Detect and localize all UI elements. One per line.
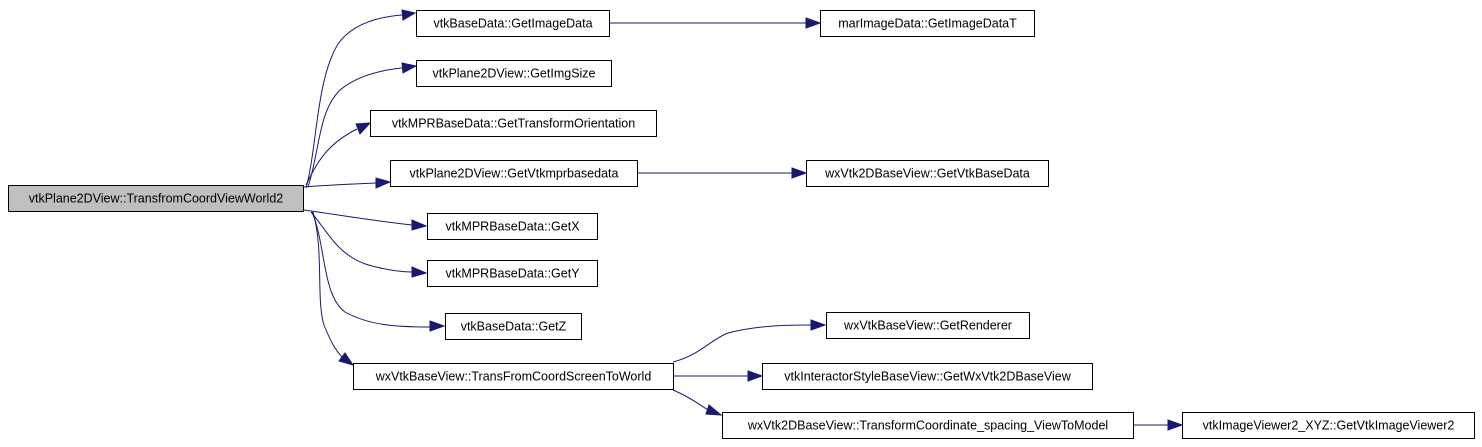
node-get-vtkmprbasedata[interactable]: vtkPlane2DView::GetVtkmprbasedata <box>390 160 638 187</box>
node-get-vtk-image-viewer2-label: vtkImageViewer2_XYZ::GetVtkImageViewer2 <box>1203 419 1455 433</box>
node-transform-coordinate-spacing[interactable]: wxVtk2DBaseView::TransformCoordinate_spa… <box>722 412 1134 439</box>
arrowhead-get-image-data <box>401 9 417 21</box>
arrowhead-get-z <box>429 320 446 332</box>
node-get-vtkmprbasedata-label: vtkPlane2DView::GetVtkmprbasedata <box>410 167 619 181</box>
arrowhead-get-wx-vtk2d <box>747 370 764 382</box>
arrowhead-get-transform-orientation <box>355 122 372 135</box>
arrowhead-get-vtk-base-data <box>791 167 808 179</box>
edges <box>302 9 1184 431</box>
edge-root-to-get-z <box>311 211 431 328</box>
node-get-y[interactable]: vtkMPRBaseData::GetY <box>427 260 598 287</box>
node-get-image-data-label: vtkBaseData::GetImageData <box>433 17 592 31</box>
edge-root-to-get-transform-orientation <box>305 128 358 186</box>
node-get-vtk-base-data[interactable]: wxVtk2DBaseView::GetVtkBaseData <box>806 160 1049 187</box>
arrowhead-get-vtk-image-viewer2 <box>1167 419 1184 431</box>
edge-root-to-get-image-data <box>305 14 403 189</box>
arrowhead-transform-coordinate <box>705 404 723 416</box>
node-mar-get-image-data-t[interactable]: marImageData::GetImageDataT <box>820 10 1035 37</box>
node-get-wx-vtk2d-base-view-label: vtkInteractorStyleBaseView::GetWxVtk2DBa… <box>784 370 1071 384</box>
node-transform-coordinate-spacing-label: wxVtk2DBaseView::TransformCoordinate_spa… <box>747 419 1108 433</box>
node-get-vtk-base-data-label: wxVtk2DBaseView::GetVtkBaseData <box>824 167 1030 181</box>
node-get-image-data[interactable]: vtkBaseData::GetImageData <box>416 10 610 37</box>
edge-root-to-trans-from-coord <box>312 211 344 359</box>
node-get-wx-vtk2d-base-view[interactable]: vtkInteractorStyleBaseView::GetWxVtk2DBa… <box>762 363 1093 390</box>
arrowhead-trans-from-coord <box>338 352 355 366</box>
node-get-transform-orientation[interactable]: vtkMPRBaseData::GetTransformOrientation <box>370 110 657 137</box>
node-get-vtk-image-viewer2[interactable]: vtkImageViewer2_XYZ::GetVtkImageViewer2 <box>1182 412 1475 439</box>
node-root[interactable]: vtkPlane2DView::TransfromCoordViewWorld2 <box>8 185 304 212</box>
edge-root-to-get-x <box>303 209 413 226</box>
node-get-transform-orientation-label: vtkMPRBaseData::GetTransformOrientation <box>392 117 635 131</box>
node-get-img-size[interactable]: vtkPlane2DView::GetImgSize <box>416 60 612 87</box>
edge-root-to-get-img-size <box>307 67 403 188</box>
nodes: vtkPlane2DView::TransfromCoordViewWorld2… <box>8 10 1475 439</box>
node-trans-from-coord-screen-to-world-label: wxVtkBaseView::TransFromCoordScreenToWor… <box>375 370 652 384</box>
arrowhead-get-vtkmprbasedata <box>375 177 392 189</box>
node-get-y-label: vtkMPRBaseData::GetY <box>445 267 580 281</box>
edge-root-to-get-vtkmprbasedata <box>302 182 377 188</box>
arrowhead-get-renderer <box>810 319 827 331</box>
node-get-img-size-label: vtkPlane2DView::GetImgSize <box>432 67 595 81</box>
edge-root-to-get-y <box>310 211 413 273</box>
node-get-x-label: vtkMPRBaseData::GetX <box>445 220 580 234</box>
edge-trans-from-coord-to-transform-coordinate <box>672 389 709 411</box>
node-get-renderer-label: wxVtkBaseView::GetRenderer <box>843 319 1012 333</box>
node-mar-get-image-data-t-label: marImageData::GetImageDataT <box>838 17 1017 31</box>
edge-trans-from-coord-to-get-renderer <box>672 324 812 363</box>
node-get-z[interactable]: vtkBaseData::GetZ <box>445 313 582 340</box>
arrowhead-get-x <box>411 219 428 231</box>
arrowhead-get-img-size <box>401 62 418 74</box>
arrowhead-get-image-data-t <box>805 17 822 29</box>
node-get-x[interactable]: vtkMPRBaseData::GetX <box>427 213 598 240</box>
arrowhead-get-y <box>411 266 428 278</box>
node-get-z-label: vtkBaseData::GetZ <box>461 320 567 334</box>
node-trans-from-coord-screen-to-world[interactable]: wxVtkBaseView::TransFromCoordScreenToWor… <box>353 363 674 390</box>
node-get-renderer[interactable]: wxVtkBaseView::GetRenderer <box>826 312 1030 339</box>
node-root-label: vtkPlane2DView::TransfromCoordViewWorld2 <box>29 192 284 206</box>
